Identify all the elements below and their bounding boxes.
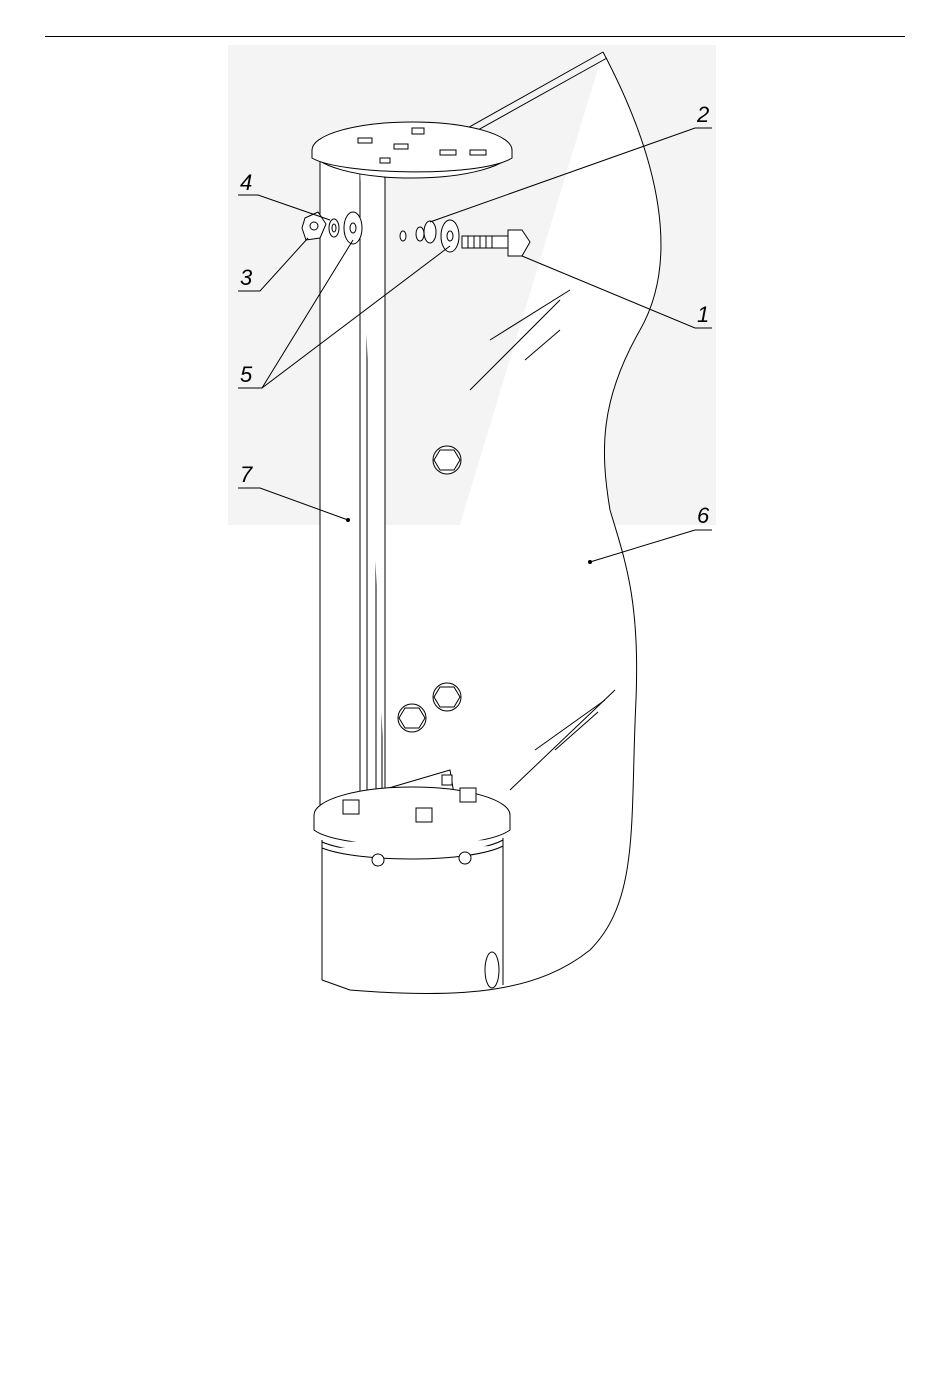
callout-3: 3 (240, 265, 253, 290)
callout-2: 2 (696, 102, 709, 127)
callout-4: 4 (240, 170, 252, 195)
callout-7: 7 (240, 462, 253, 487)
callout-6: 6 (697, 503, 710, 528)
callout-5: 5 (240, 362, 253, 387)
lock-washer-4 (329, 219, 339, 237)
top-plate (312, 122, 512, 178)
callout-1: 1 (697, 302, 709, 327)
